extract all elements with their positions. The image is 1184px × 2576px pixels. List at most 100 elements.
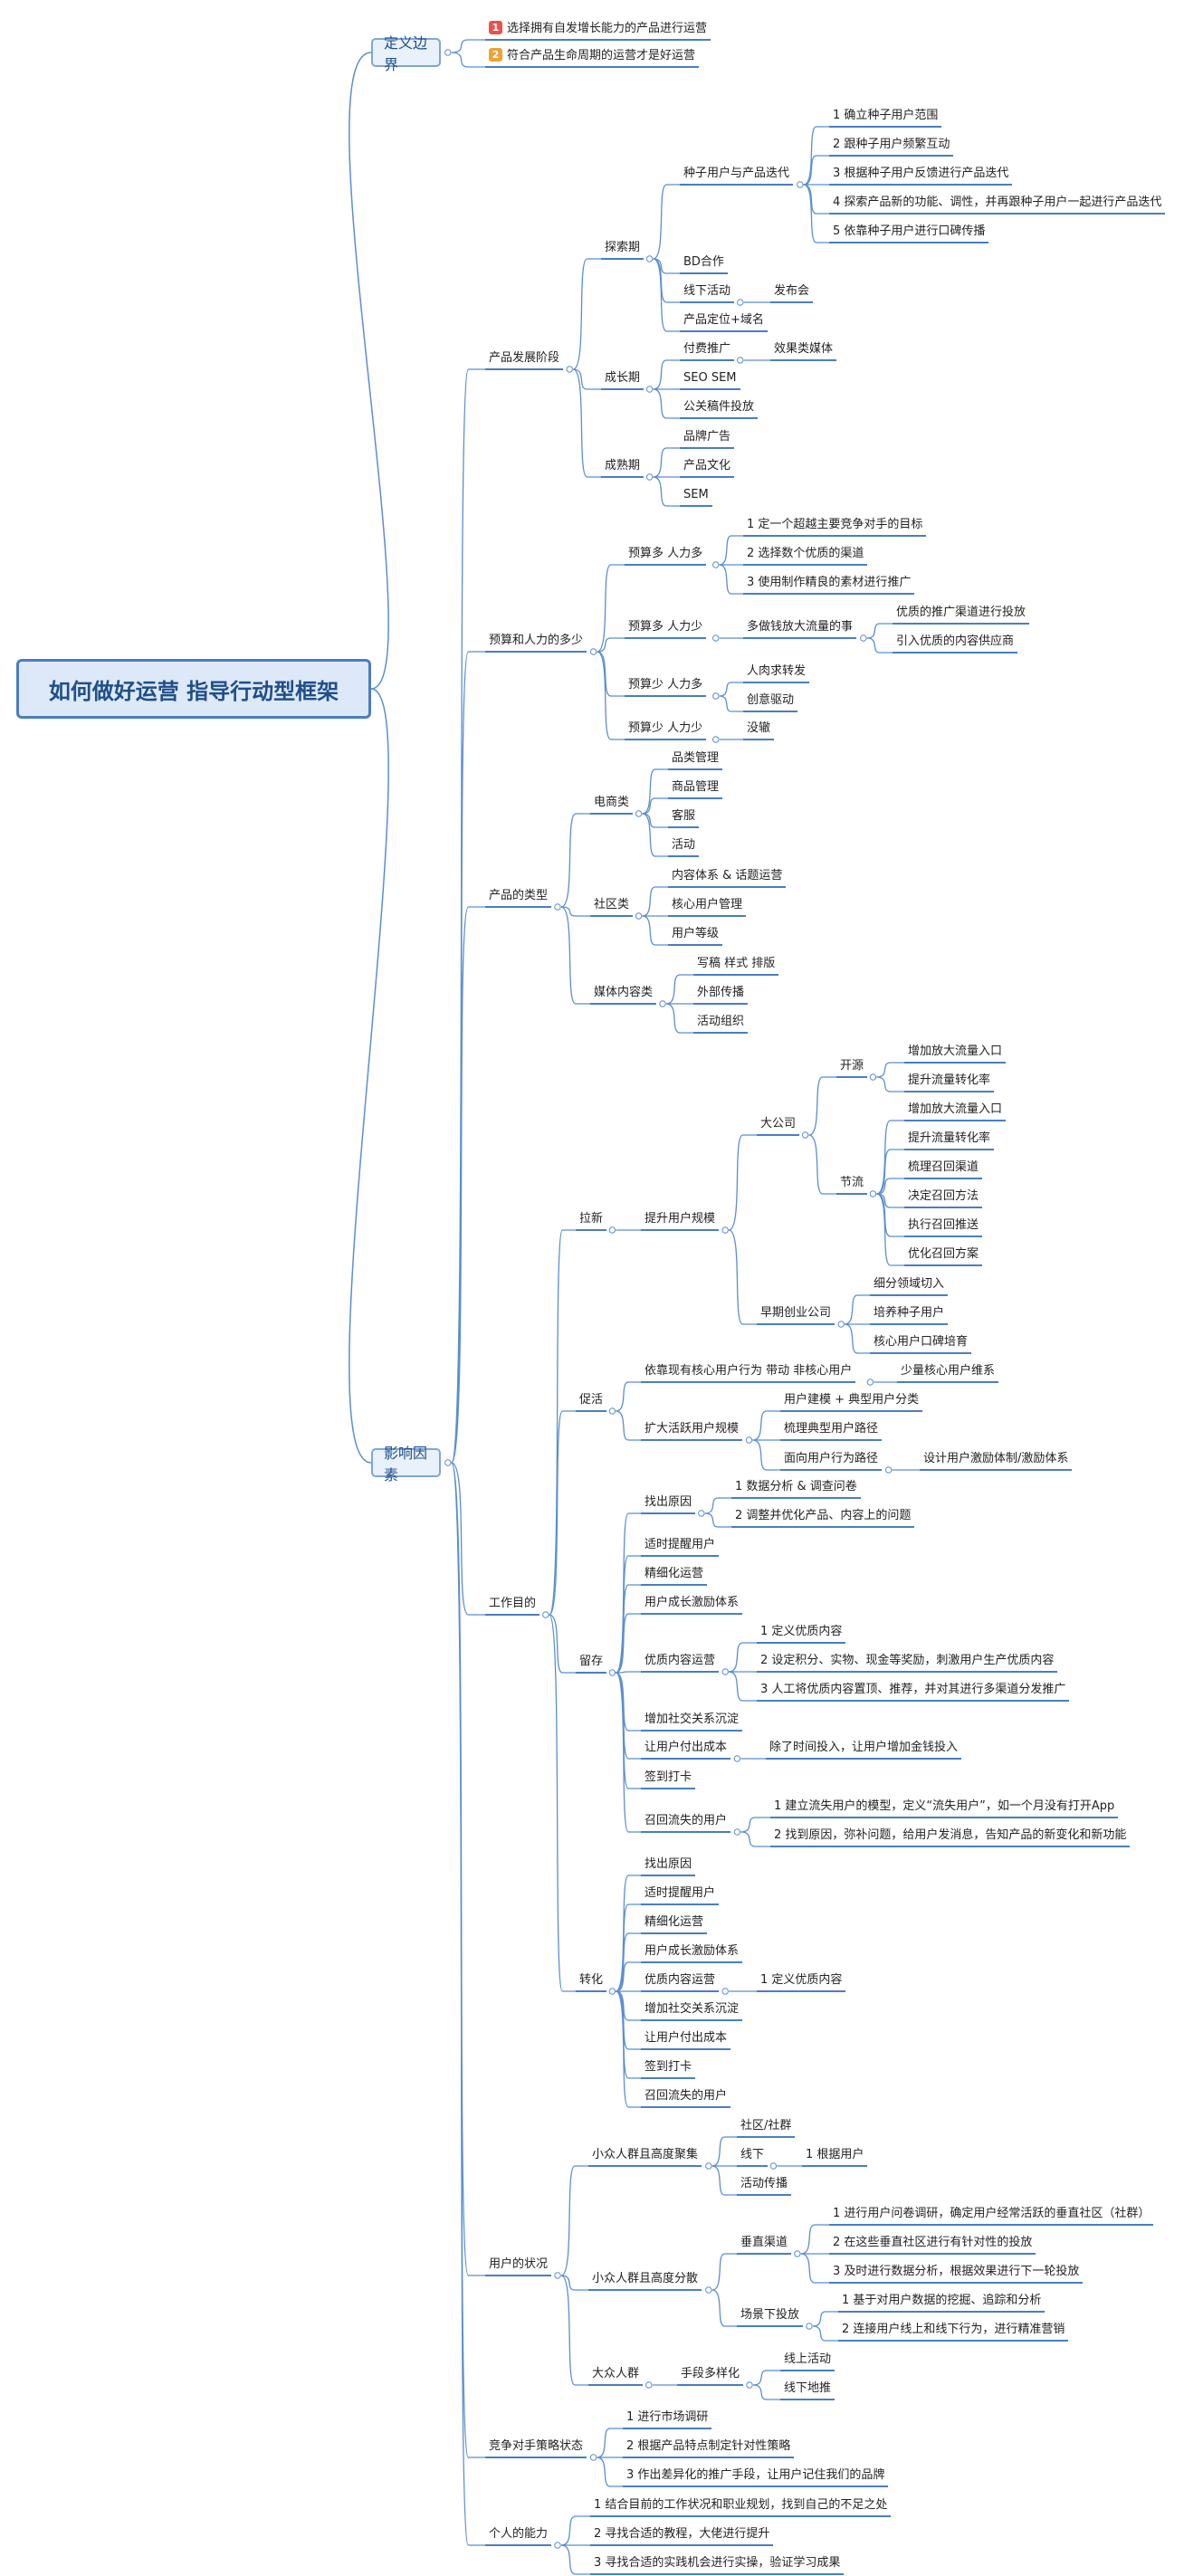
collapse-toggle[interactable]: [645, 386, 654, 393]
collapse-toggle[interactable]: [869, 1190, 877, 1197]
node-label: 优质内容运营: [645, 1973, 716, 1987]
connector: [616, 1961, 641, 1992]
media-item: 活动组织: [692, 1013, 749, 1034]
collapse-toggle[interactable]: [566, 366, 573, 373]
node-label: 2 在这些垂直社区进行有针对性的投放: [833, 2236, 1033, 2249]
collapse-toggle[interactable]: [721, 1668, 729, 1675]
collapse-toggle[interactable]: [884, 1466, 893, 1474]
collapse-toggle[interactable]: [444, 1459, 452, 1466]
collapse-toggle[interactable]: [745, 1436, 753, 1444]
collapse-toggle[interactable]: [869, 1073, 877, 1081]
vertical-item: 2 在这些垂直社区进行有针对性的投放: [828, 2234, 1036, 2255]
node-label: 手段多样化: [681, 2367, 740, 2380]
collapse-toggle[interactable]: [806, 2323, 813, 2330]
collapse-toggle[interactable]: [635, 810, 643, 817]
collapse-toggle[interactable]: [608, 1226, 616, 1234]
collapse-toggle[interactable]: [554, 2272, 561, 2279]
connector: [560, 2165, 588, 2276]
node-label: 用户等级: [672, 927, 720, 940]
collapse-toggle[interactable]: [721, 1226, 729, 1234]
community-item: 核心用户管理: [667, 896, 747, 917]
collapse-toggle[interactable]: [635, 912, 643, 920]
recall-item: 1 建立流失用户的模型，定义“流失用户”，如一个月没有打开App: [769, 1798, 1119, 1818]
mature-item: 品牌广告: [679, 428, 735, 449]
media-item: 写稿 样式 排版: [692, 955, 779, 976]
niche-scatter-node: 小众人群且高度分散: [587, 2270, 702, 2291]
collapse-toggle[interactable]: [645, 255, 654, 262]
collapse-toggle[interactable]: [837, 1321, 845, 1328]
retain-checkin: 签到打卡: [640, 1769, 696, 1789]
node-label: 品牌广告: [683, 430, 731, 444]
collapse-toggle[interactable]: [608, 1407, 616, 1415]
convert-item: 适时提醒用户: [640, 1884, 720, 1905]
ability-item: 2 寻找合适的教程，大佬进行提升: [589, 2525, 774, 2546]
node-label: 3 及时进行数据分析，根据效果进行下一轮投放: [833, 2265, 1080, 2278]
node-label: 早期创业公司: [760, 1306, 832, 1320]
ecom-item: 客服: [667, 807, 700, 828]
collapse-toggle[interactable]: [712, 692, 720, 700]
collapse-toggle[interactable]: [797, 181, 804, 188]
connector: [642, 915, 668, 946]
collapse-toggle[interactable]: [589, 648, 597, 655]
collapse-toggle[interactable]: [712, 634, 720, 642]
launch-node: 发布会: [769, 282, 814, 303]
node-label: 品类管理: [672, 751, 720, 765]
collapse-toggle[interactable]: [733, 1755, 741, 1762]
connector: [451, 39, 485, 53]
connector: [616, 1903, 641, 1992]
node-label: 预算少 人力少: [628, 721, 703, 735]
node-label: 竞争对手策略状态: [489, 2439, 584, 2453]
budget-c-item: 人肉求转发: [742, 663, 810, 683]
collapse-toggle[interactable]: [860, 634, 867, 642]
core-node: 依靠现有核心用户行为 带动 非核心用户: [640, 1362, 856, 1383]
collapse-toggle[interactable]: [554, 903, 561, 911]
connector: [451, 52, 485, 68]
compete-item: 3 作出差异化的推广手段，让用户记住我们的品牌: [622, 2466, 889, 2487]
collapse-toggle[interactable]: [589, 2454, 597, 2461]
connector: [752, 1410, 780, 1441]
collapse-toggle[interactable]: [712, 736, 720, 743]
collapse-toggle[interactable]: [721, 1988, 729, 1995]
connector: [803, 126, 829, 186]
node-label: 2 连接用户线上和线下行为，进行精准营销: [842, 2323, 1065, 2336]
node-label: 除了时间投入，让用户增加金钱投入: [769, 1741, 959, 1754]
collapse-toggle[interactable]: [801, 1131, 809, 1139]
factors-topic: 影响因素: [371, 1445, 441, 1484]
collapse-toggle[interactable]: [712, 561, 720, 568]
connector: [616, 1990, 641, 2079]
collapse-toggle[interactable]: [645, 473, 654, 481]
connector: [729, 1671, 757, 1702]
collapse-toggle[interactable]: [737, 357, 744, 364]
node-label: 预算和人力的多少: [489, 634, 584, 647]
collapse-toggle[interactable]: [542, 1611, 549, 1618]
node-label: 增加放大流量入口: [908, 1102, 1003, 1116]
collapse-toggle[interactable]: [608, 1988, 616, 1995]
scale-node: 提升用户规模: [640, 1210, 720, 1231]
collapse-toggle[interactable]: [659, 1000, 666, 1007]
collapse-toggle[interactable]: [705, 2162, 712, 2170]
seed-item: 3 根据种子用户反馈进行产品迭代: [828, 165, 1013, 186]
collapse-toggle[interactable]: [746, 2381, 753, 2389]
node-label: 内容体系 & 话题运营: [672, 869, 783, 883]
connector: [597, 637, 625, 653]
collapse-toggle[interactable]: [698, 1510, 705, 1517]
early-item: 核心用户口碑培育: [869, 1333, 972, 1354]
niche-gather-node: 小众人群且高度聚集: [587, 2146, 702, 2167]
connector: [615, 1672, 641, 1833]
node-label: 社区/社群: [740, 2119, 792, 2132]
collapse-toggle[interactable]: [645, 2381, 653, 2389]
collapse-toggle[interactable]: [737, 299, 744, 306]
collapse-toggle[interactable]: [444, 49, 452, 56]
connector: [560, 2544, 590, 2575]
collapse-toggle[interactable]: [608, 1669, 616, 1676]
collapse-toggle[interactable]: [554, 2542, 561, 2549]
collapse-toggle[interactable]: [794, 2250, 801, 2257]
collapse-toggle[interactable]: [705, 2286, 712, 2294]
collapse-toggle[interactable]: [866, 1379, 874, 1386]
collapse-toggle[interactable]: [733, 1828, 741, 1836]
node-label: 适时提醒用户: [645, 1886, 716, 1900]
collapse-toggle[interactable]: [769, 2162, 778, 2170]
ability-node: 个人的能力: [484, 2525, 552, 2546]
node-label: 工作目的: [489, 1597, 537, 1610]
